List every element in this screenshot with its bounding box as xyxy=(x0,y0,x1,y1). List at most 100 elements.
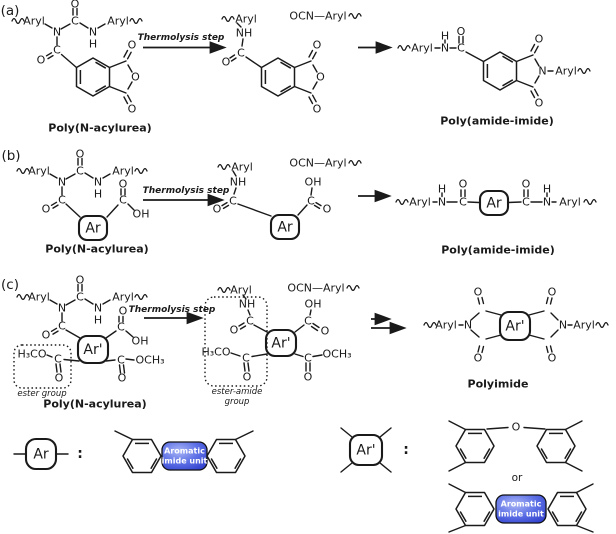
atom-o: O xyxy=(119,178,128,191)
atom-c: C xyxy=(53,44,61,57)
ar-symbol: Ar xyxy=(85,221,101,237)
reactant-name: Poly(N-acylurea) xyxy=(45,243,148,256)
atom-n: N xyxy=(543,196,551,209)
ar-prime-symbol: Ar' xyxy=(83,342,102,358)
aryl-label: Aryl xyxy=(559,196,581,209)
atom-o: O xyxy=(512,421,521,434)
atom-o: O xyxy=(459,178,468,191)
atom-oh: OH xyxy=(133,208,150,221)
ar-symbol: Ar xyxy=(486,196,502,212)
reactant-name: Poly(N-acylurea) xyxy=(48,122,151,135)
atom-c: C xyxy=(229,195,237,208)
panel-a-intermediate: Aryl NH C O O OCN—Aryl xyxy=(221,10,362,117)
atom-c: C xyxy=(459,196,467,209)
atom-o: O xyxy=(118,372,127,385)
atom-o: O xyxy=(131,71,140,84)
atom-o: O xyxy=(321,325,330,338)
atom-o: O xyxy=(548,286,557,299)
atom-c: C xyxy=(307,195,315,208)
legend-ar-prime: Ar' : O or Aromatic imide unit xyxy=(340,420,594,533)
ar-prime-box xyxy=(264,328,298,358)
atom-oh: OH xyxy=(305,298,322,311)
atom-h: H xyxy=(438,183,446,196)
panel-a-reactant: C O O Poly(N-acylurea) xyxy=(12,0,152,135)
atom-c: C xyxy=(54,353,62,366)
aryl-label: Aryl xyxy=(411,42,433,55)
aromatic-imide-unit-label: Aromatic xyxy=(164,447,205,456)
atom-o: O xyxy=(474,352,483,365)
atom-o: O xyxy=(522,178,531,191)
atom-o: O xyxy=(548,352,557,365)
atom-oh: OH xyxy=(305,176,322,189)
colon: : xyxy=(77,446,83,462)
reactant-name: Poly(N-acylurea) xyxy=(43,398,146,411)
ester-group-outline xyxy=(13,344,72,389)
legend-ar: Ar : Aromatic imide unit xyxy=(13,430,254,474)
atom-o: O xyxy=(316,71,325,84)
ar-symbol: Ar xyxy=(277,220,293,236)
atom-c: C xyxy=(117,354,125,367)
atom-c: C xyxy=(58,194,66,207)
panel-b: (b) C O Ar C O OH Poly(N-acylurea) Therm… xyxy=(1,148,597,257)
aryl-label: Aryl xyxy=(435,319,457,332)
panel-c-arrow: Thermolysis step xyxy=(129,305,216,325)
or-label: or xyxy=(512,472,523,484)
atom-o: O xyxy=(119,305,128,318)
ester-amide-note: group xyxy=(225,397,250,407)
ocn-aryl-label: OCN—Aryl xyxy=(287,282,344,295)
atom-c: C xyxy=(58,320,66,333)
arrow-label: Thermolysis step xyxy=(129,305,216,315)
atom-c: C xyxy=(457,42,465,55)
panel-a-product: Aryl N H C O N Aryl Poly(amide-imide) xyxy=(397,25,591,128)
panel-a-tag: (a) xyxy=(1,3,20,19)
aromatic-imide-unit-label: imide unit xyxy=(162,457,208,466)
aryl-label: Aryl xyxy=(235,13,257,26)
methoxy-label: OCH₃ xyxy=(135,354,164,367)
ar-prime-symbol: Ar' xyxy=(271,336,290,352)
atom-nh: NH xyxy=(239,298,256,311)
atom-n: N xyxy=(441,42,449,55)
atom-c: C xyxy=(246,315,254,328)
panel-b-arrow: Thermolysis step xyxy=(143,186,230,207)
panel-c-double-arrow xyxy=(371,312,407,335)
ar-prime-box xyxy=(76,334,110,365)
ocn-aryl-label: OCN—Aryl xyxy=(289,10,346,23)
atom-o: O xyxy=(323,203,332,216)
aromatic-imide-unit-label: Aromatic xyxy=(501,500,542,509)
aromatic-imide-unit-label: imide unit xyxy=(498,510,544,519)
atom-h: H xyxy=(543,183,551,196)
panel-a: (a) C O O Poly(N-acylurea) Thermolysis s… xyxy=(1,0,591,135)
atom-c: C xyxy=(304,352,312,365)
legend-ar-prime-option-imide: Aromatic imide unit xyxy=(448,483,594,533)
atom-n: N xyxy=(464,319,472,332)
panel-b-product: Aryl N H C O Ar C O N H Aryl Poly(am xyxy=(395,178,597,257)
atom-o: O xyxy=(55,372,64,385)
product-name: Polyimide xyxy=(468,378,529,391)
atom-o: O xyxy=(213,203,222,216)
atom-c: C xyxy=(522,196,530,209)
atom-o: O xyxy=(37,54,46,67)
ar-prime-symbol: Ar' xyxy=(356,443,375,459)
ester-group-note: ester group xyxy=(17,389,66,399)
aryl-label: Aryl xyxy=(231,161,253,174)
ar-symbol: Ar xyxy=(33,447,49,463)
atom-o: O xyxy=(304,371,313,384)
atom-h: H xyxy=(441,30,449,43)
panel-c-reactant: C O Ar' O C OH H₃CO C O C O xyxy=(13,274,165,411)
methoxy-label: H₃CO xyxy=(17,348,46,361)
atom-o: O xyxy=(230,324,239,337)
atom-o: O xyxy=(42,203,51,216)
atom-n: N xyxy=(538,65,546,78)
atom-o: O xyxy=(42,329,51,342)
atom-c: C xyxy=(117,321,125,334)
product-name: Poly(amide-imide) xyxy=(441,244,555,257)
ester-amide-note: ester-amide xyxy=(212,387,263,397)
legend-ar-prime-option-ether: O xyxy=(448,420,583,472)
ar-box xyxy=(269,213,301,241)
atom-nh: NH xyxy=(236,27,253,40)
panel-c-intermediate: Aryl NH C O OH C O Ar' H₃CO C O C xyxy=(201,282,360,407)
atom-n: N xyxy=(438,196,446,209)
atom-c: C xyxy=(119,194,127,207)
